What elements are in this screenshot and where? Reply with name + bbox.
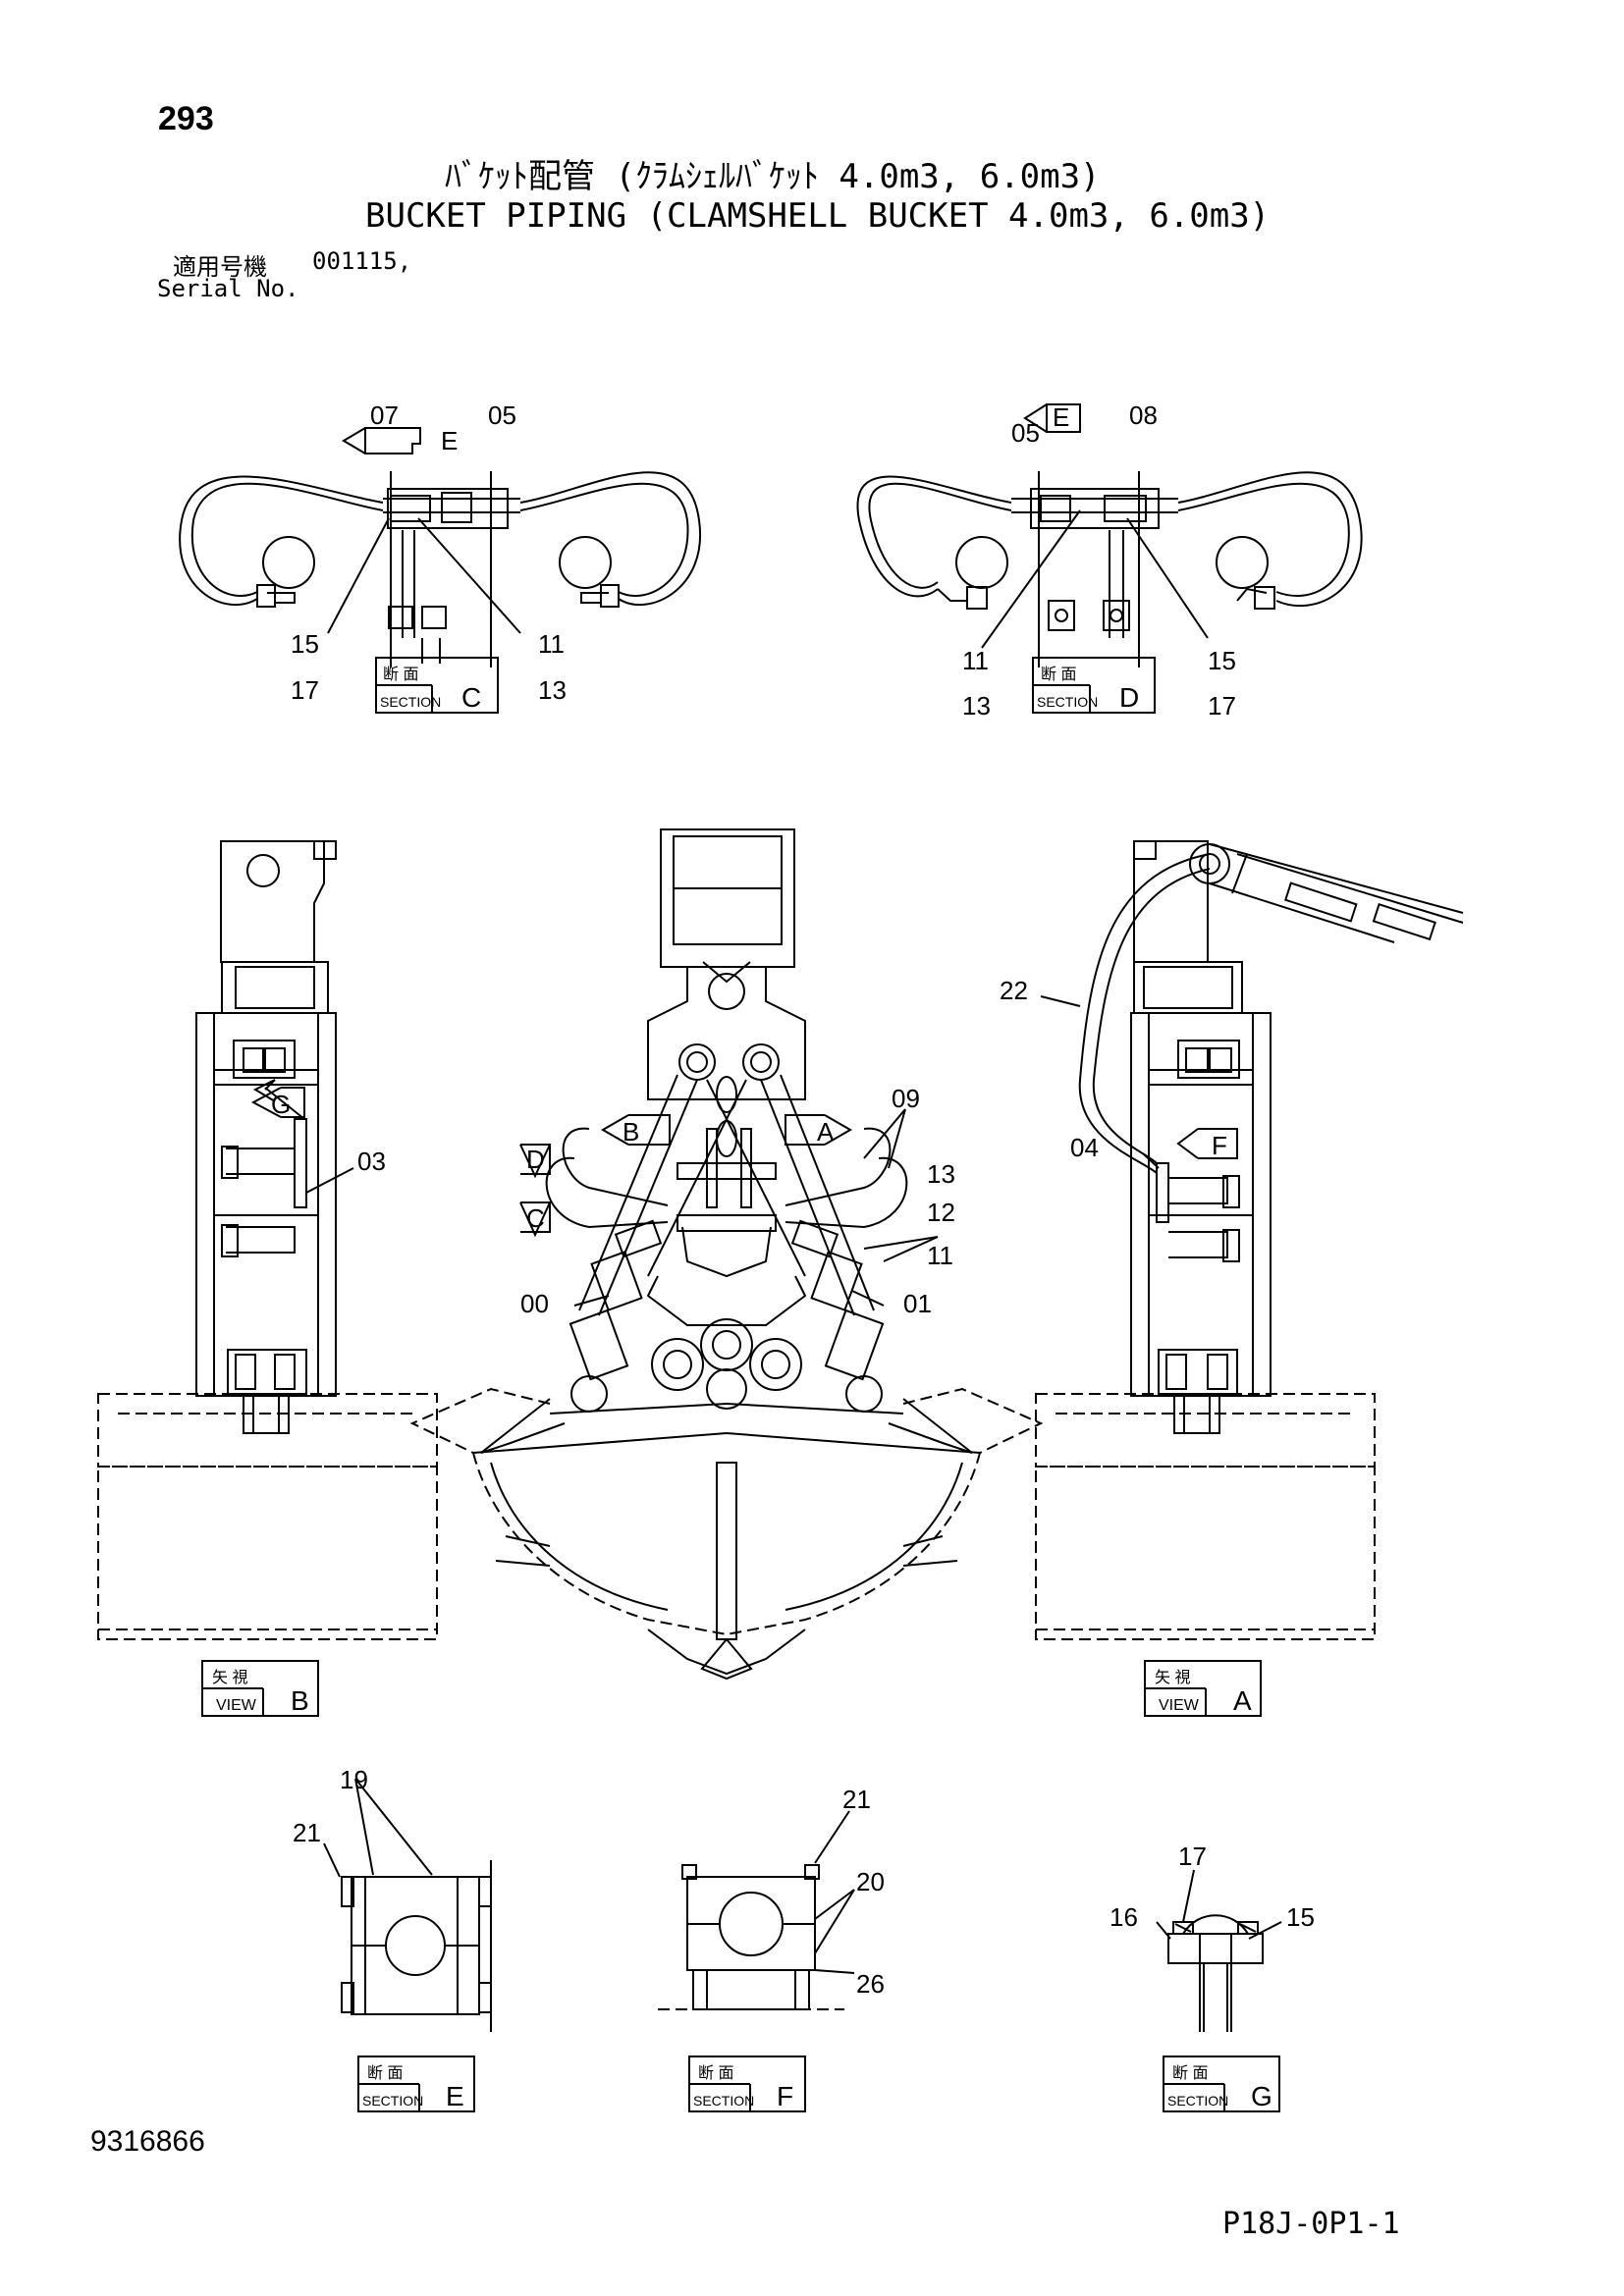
section-e-drawing xyxy=(323,1778,492,2112)
callout-c-15: 15 xyxy=(291,629,319,659)
section-d-drawing xyxy=(856,403,1363,714)
arrow-label-d: D xyxy=(526,1145,545,1174)
badge-d-jp: 断 面 xyxy=(1041,666,1076,683)
badge-e-en: SECTION xyxy=(362,2093,423,2109)
callout-m-11: 11 xyxy=(927,1241,953,1270)
callout-d-11: 11 xyxy=(962,646,989,675)
arrow-label-f: F xyxy=(1212,1131,1227,1160)
callout-c-13: 13 xyxy=(538,675,567,705)
callout-f-26: 26 xyxy=(856,1969,885,1999)
badge-e-jp: 断 面 xyxy=(367,2064,403,2082)
badge-c-jp: 断 面 xyxy=(383,666,418,683)
callout-m-09: 09 xyxy=(892,1084,920,1113)
badge-b-en: VIEW xyxy=(216,1697,257,1714)
badge-c-letter: C xyxy=(461,682,481,713)
callout-f-21: 21 xyxy=(842,1785,871,1814)
callout-g-17: 17 xyxy=(1178,1842,1207,1871)
badge-a-letter: A xyxy=(1233,1685,1252,1716)
serial-label-english: Serial No. xyxy=(157,275,299,302)
section-f-drawing xyxy=(658,1810,855,2112)
callout-d-15: 15 xyxy=(1208,646,1236,675)
callout-a-22: 22 xyxy=(1000,976,1028,1005)
callout-d-17: 17 xyxy=(1208,691,1236,721)
sheet-code: P18J-0P1-1 xyxy=(1222,2207,1400,2241)
arrow-label-b: B xyxy=(623,1117,639,1147)
callout-m-00: 00 xyxy=(520,1289,549,1318)
arrow-label-a: A xyxy=(817,1117,835,1147)
callout-g-16: 16 xyxy=(1110,1902,1138,1932)
badge-g-en: SECTION xyxy=(1167,2093,1228,2109)
callout-d-08: 08 xyxy=(1129,400,1158,430)
callout-g-15: 15 xyxy=(1286,1902,1315,1932)
arrow-label-g: G xyxy=(271,1090,291,1119)
badge-f-en: SECTION xyxy=(693,2093,754,2109)
section-c-drawing xyxy=(179,427,702,714)
callout-m-12: 12 xyxy=(927,1198,955,1227)
badge-b-jp: 矢 視 xyxy=(212,1669,247,1686)
callout-c-05: 05 xyxy=(488,400,516,430)
serial-value: 001115, xyxy=(312,247,412,275)
callout-b-03: 03 xyxy=(357,1147,386,1176)
callout-m-01: 01 xyxy=(903,1289,932,1318)
title-japanese: ﾊﾞｹｯﾄ配管 (ｸﾗﾑｼｪﾙﾊﾞｹｯﾄ 4.0m3, 6.0m3) xyxy=(445,157,1101,196)
callout-d-05: 05 xyxy=(1011,418,1040,448)
badge-b-letter: B xyxy=(291,1685,309,1716)
badge-g-letter: G xyxy=(1251,2081,1272,2111)
serial-label-japanese: 適用号機 xyxy=(173,253,267,281)
badge-d-en: SECTION xyxy=(1037,694,1098,710)
callout-e-19: 19 xyxy=(340,1765,368,1794)
badge-f-jp: 断 面 xyxy=(698,2064,733,2082)
page-number: 293 xyxy=(158,100,214,137)
badge-g-jp: 断 面 xyxy=(1172,2064,1208,2082)
badge-f-letter: F xyxy=(777,2081,793,2111)
callout-a-04: 04 xyxy=(1070,1133,1099,1162)
arrow-label-e2: E xyxy=(1053,402,1069,432)
badge-d-letter: D xyxy=(1119,682,1139,713)
callout-c-11: 11 xyxy=(538,629,565,659)
main-clamshell-drawing xyxy=(409,828,1044,1681)
callout-f-20: 20 xyxy=(856,1867,885,1896)
badge-c-en: SECTION xyxy=(380,694,441,710)
view-a-drawing xyxy=(1035,840,1464,1717)
badge-a-en: VIEW xyxy=(1159,1697,1200,1714)
section-g-drawing xyxy=(1156,1869,1282,2112)
title-english: BUCKET PIPING (CLAMSHELL BUCKET 4.0m3, 6… xyxy=(365,196,1271,236)
view-b-drawing xyxy=(97,840,438,1717)
document-number: 9316866 xyxy=(90,2125,205,2158)
callout-m-13: 13 xyxy=(927,1159,955,1189)
arrow-label-e1: E xyxy=(441,426,458,455)
arrow-label-c: C xyxy=(526,1203,545,1233)
callout-c-07: 07 xyxy=(370,400,399,430)
badge-e-letter: E xyxy=(446,2081,464,2111)
badge-a-jp: 矢 視 xyxy=(1155,1669,1190,1686)
callout-e-21: 21 xyxy=(293,1818,321,1847)
callout-c-17: 17 xyxy=(291,675,319,705)
callout-d-13: 13 xyxy=(962,691,991,721)
